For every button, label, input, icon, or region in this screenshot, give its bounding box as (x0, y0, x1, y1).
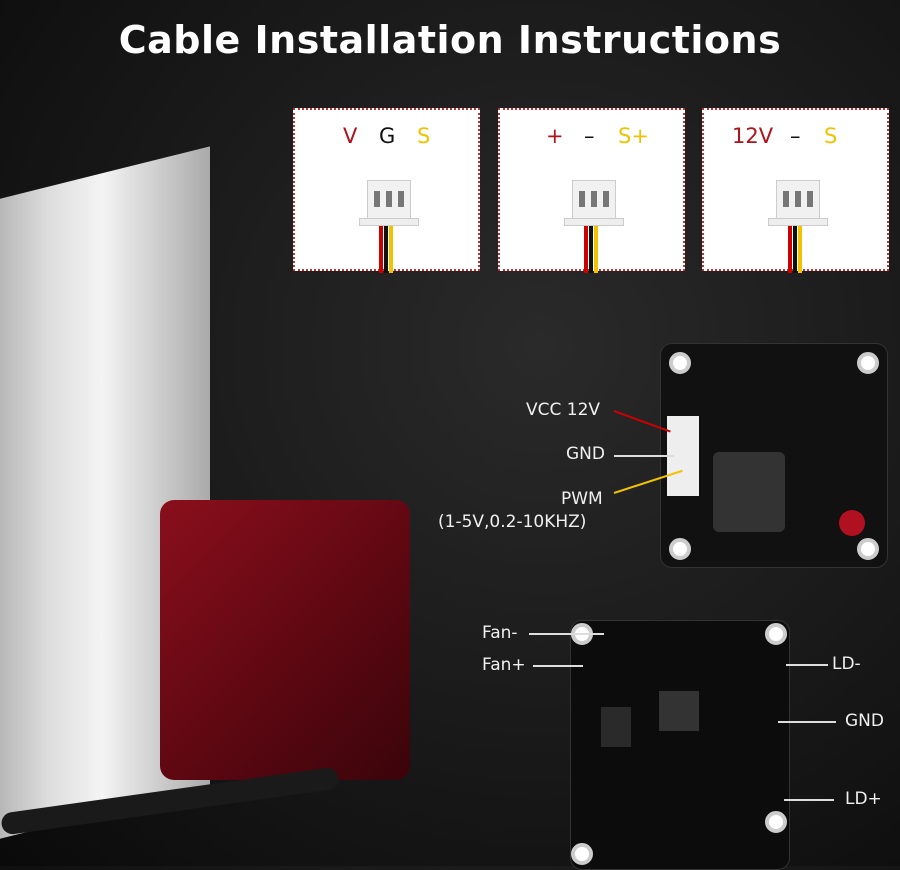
connector-diagram-2: + – S+ (498, 108, 685, 273)
label-s-plus: S+ (618, 124, 649, 148)
laser-board (570, 620, 790, 870)
label-s: S (824, 124, 838, 148)
page-title: Cable Installation Instructions (118, 18, 782, 62)
laser-module-head (160, 500, 410, 780)
gnd-pad-label: GND (845, 711, 884, 731)
label-minus: – (584, 124, 595, 148)
pwm-label: PWM (561, 489, 603, 509)
ld-plus-label: LD+ (845, 789, 882, 809)
fan-minus-label: Fan- (482, 623, 518, 643)
vcc-label: VCC 12V (526, 400, 601, 420)
label-minus: – (790, 124, 801, 148)
fan-plus-label: Fan+ (482, 655, 526, 675)
connector-icon (776, 180, 820, 220)
label-12v: 12V (732, 124, 774, 148)
label-g: G (379, 124, 396, 148)
ld-minus-label: LD- (832, 654, 861, 674)
connector-diagram-3: 12V – S (702, 108, 889, 273)
connector-icon (572, 180, 616, 220)
pwm-spec-label: (1-5V,0.2-10KHZ) (438, 512, 587, 532)
connector-icon (367, 180, 411, 220)
gnd-label: GND (566, 444, 605, 464)
label-s: S (417, 124, 431, 148)
driver-board (660, 343, 888, 568)
label-v: V (343, 124, 358, 148)
label-plus: + (546, 124, 564, 148)
connector-diagram-1: V G S (293, 108, 480, 273)
